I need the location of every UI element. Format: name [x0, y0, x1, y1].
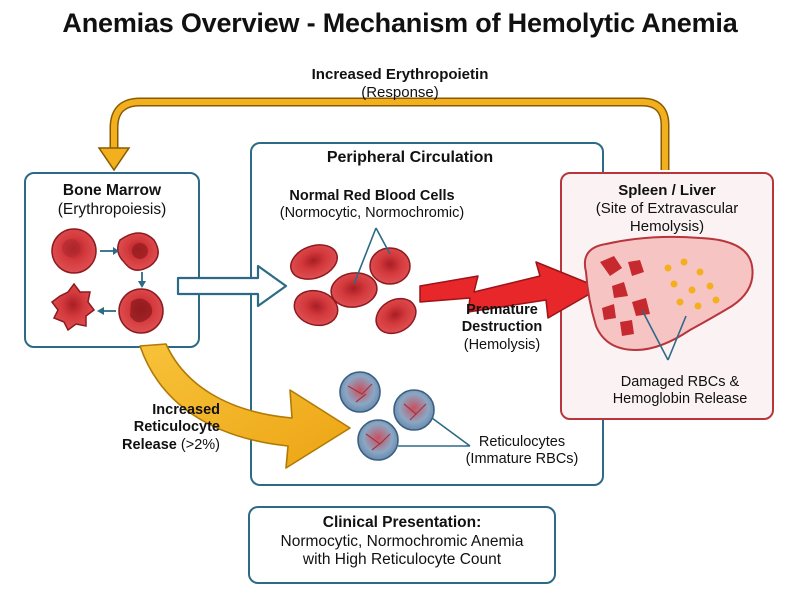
feedback-label: Increased Erythropoietin (Response): [250, 66, 550, 102]
bone-marrow-label: Bone Marrow (Erythropoiesis): [24, 182, 200, 219]
erythropoietin-feedback-arrow: [97, 97, 670, 172]
retic-line1: Reticulocytes: [478, 434, 566, 450]
damaged-rbc-label: Damaged RBCs & Hemoglobin Release: [590, 374, 770, 409]
bone-marrow-title: Bone Marrow: [62, 182, 162, 199]
release-line1: Increased: [152, 402, 220, 418]
erythropoiesis-cells: [50, 228, 164, 334]
feedback-line1: Increased Erythropoietin: [311, 66, 489, 83]
release-line3-bold: Release: [122, 436, 177, 453]
spleen-liver-organ: [584, 235, 754, 361]
clinical-title: Clinical Presentation:: [322, 514, 482, 531]
bone-marrow-subtitle: (Erythropoiesis): [57, 200, 167, 218]
circulation-title: Peripheral Circulation: [326, 149, 494, 166]
clinical-line2: Normocytic, Normochromic Anemia: [280, 532, 524, 550]
damaged-line2: Hemoglobin Release: [612, 391, 748, 408]
destruction-line2: Destruction: [461, 319, 543, 336]
reticulocyte-cells: [339, 371, 471, 461]
destruction-label: Premature Destruction (Hemolysis): [442, 302, 562, 354]
release-line3-rest: (>2%): [176, 436, 220, 453]
normal-rbc-line1: Normal Red Blood Cells: [289, 188, 455, 204]
clinical-line3: with High Reticulocyte Count: [302, 551, 502, 569]
normal-rbc-line2: (Normocytic, Normochromic): [279, 205, 465, 222]
spleen-title: Spleen / Liver: [618, 182, 716, 199]
spleen-label: Spleen / Liver (Site of Extravascular He…: [560, 182, 774, 236]
normal-rbc-cells: [290, 227, 417, 335]
reticulocytes-label: Reticulocytes (Immature RBCs): [452, 434, 592, 469]
reticulocyte-release-arrow: [139, 343, 351, 469]
feedback-line2: (Response): [361, 84, 439, 101]
spleen-line3: Hemolysis): [629, 218, 705, 235]
clinical-presentation-box: [248, 506, 556, 584]
marrow-to-circulation-arrow: [176, 264, 288, 308]
destruction-line3: (Hemolysis): [463, 336, 541, 353]
destruction-line1: Premature: [466, 302, 538, 318]
damaged-line1: Damaged RBCs &: [620, 374, 740, 390]
page-title: Anemias Overview - Mechanism of Hemolyti…: [62, 8, 738, 38]
release-line3: Release (>2%): [60, 437, 220, 454]
spleen-line2: (Site of Extravascular: [595, 200, 739, 217]
clinical-label: Clinical Presentation: Normocytic, Normo…: [248, 514, 556, 570]
release-label: Increased Reticulocyte Release (>2%): [60, 402, 220, 454]
release-line2: Reticulocyte: [133, 419, 220, 436]
premature-destruction-arrow: [419, 261, 601, 319]
retic-line2: (Immature RBCs): [465, 451, 579, 468]
normal-rbc-label: Normal Red Blood Cells (Normocytic, Norm…: [262, 188, 482, 223]
